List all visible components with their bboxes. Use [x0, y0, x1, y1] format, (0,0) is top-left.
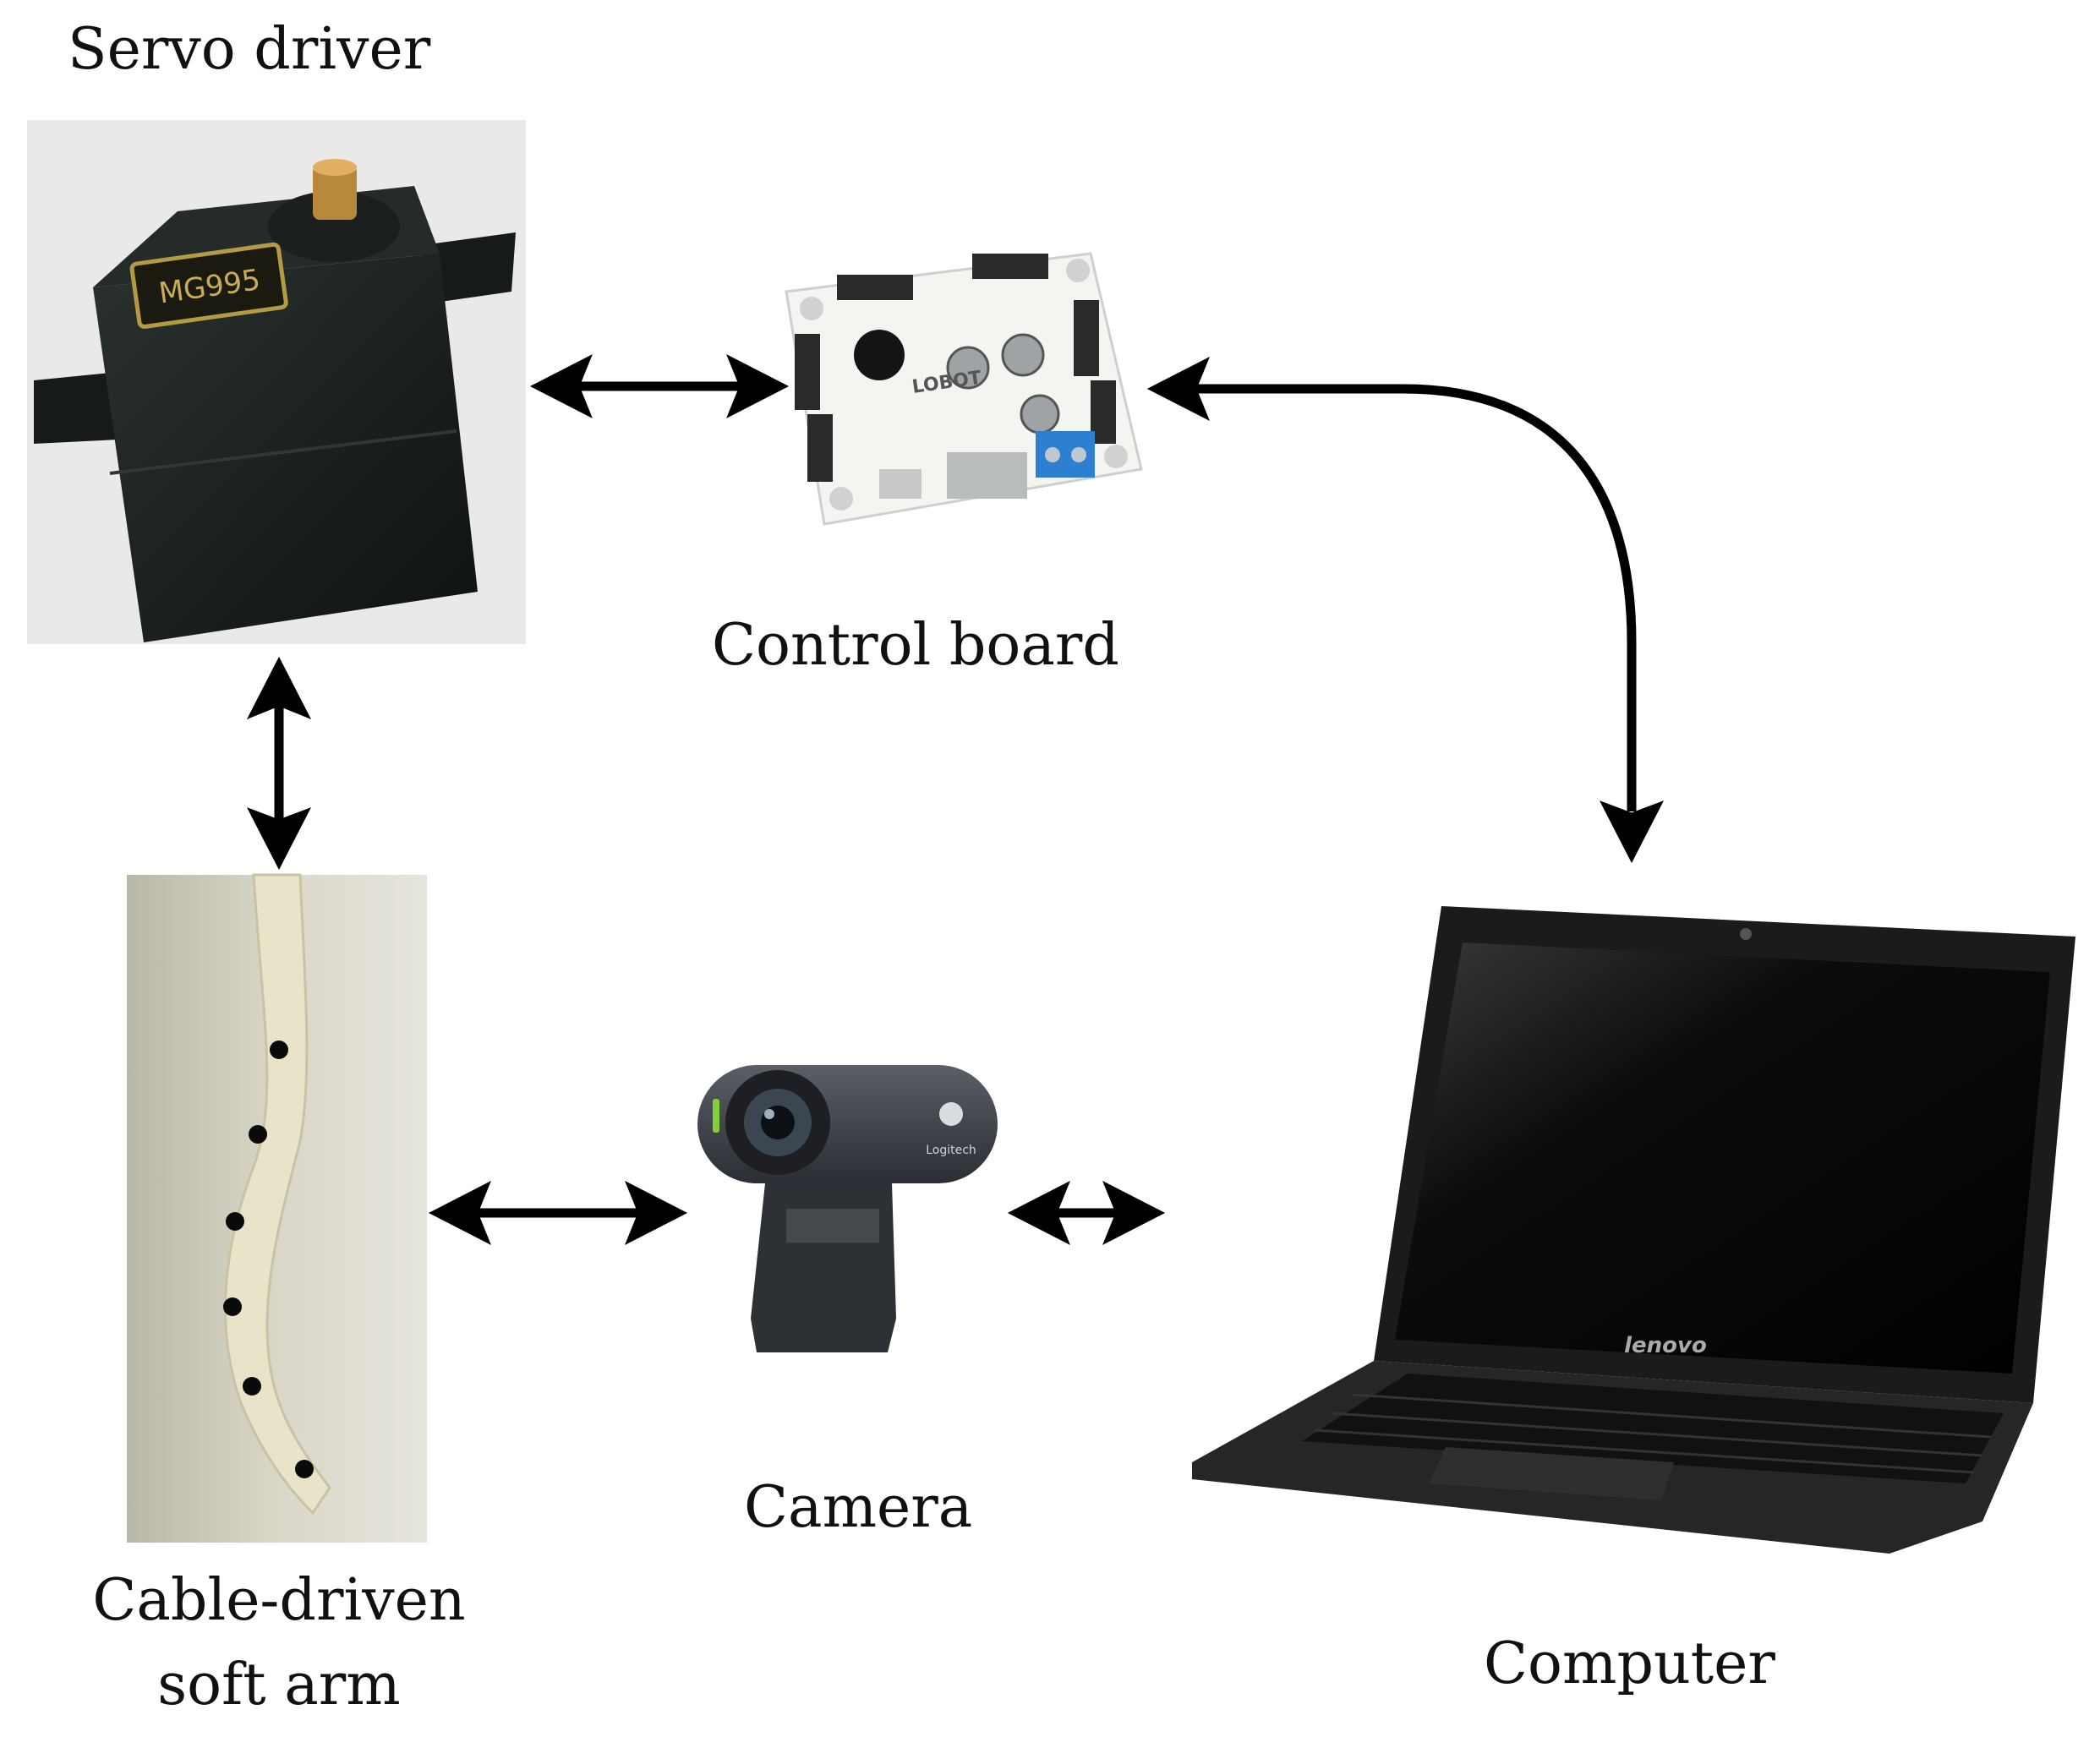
- arrow-servo-soft-arm: [246, 656, 312, 871]
- camera-brand-text: Logitech: [926, 1144, 976, 1157]
- laptop-image: lenovo: [1192, 906, 2075, 1554]
- arrow-soft-arm-camera: [428, 1180, 688, 1246]
- servo-driver-label: Servo driver: [68, 16, 431, 83]
- laptop-brand-text: lenovo: [1624, 1333, 1707, 1358]
- arrow-camera-computer: [1007, 1180, 1166, 1246]
- camera-image: Logitech: [697, 1065, 998, 1352]
- arrow-servo-control-board: [529, 353, 790, 419]
- computer-label: Computer: [1484, 1630, 1775, 1697]
- servo-image: MG995: [27, 120, 526, 644]
- soft-arm-label-line1: Cable-driven: [92, 1567, 466, 1634]
- arrows: [246, 353, 1665, 1246]
- soft-arm-image: [127, 873, 427, 1543]
- control-board-image: LOBOT: [785, 252, 1143, 526]
- arrow-control-board-computer: [1146, 356, 1665, 864]
- camera-label: Camera: [744, 1474, 973, 1541]
- soft-arm-label-line2: soft arm: [157, 1652, 401, 1718]
- control-board-label: Control board: [712, 612, 1119, 679]
